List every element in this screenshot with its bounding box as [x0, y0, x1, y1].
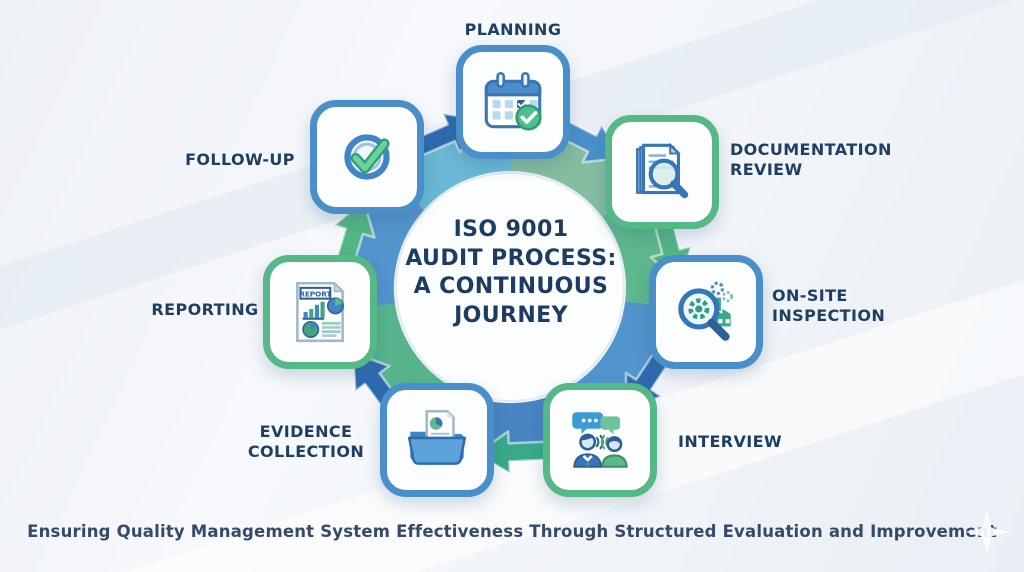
- calendar-check-icon: [484, 71, 542, 131]
- center-disc: [396, 173, 624, 401]
- people-conversation-icon: [572, 412, 628, 468]
- stage-label-onsite-inspection: ON-SITE INSPECTION: [772, 286, 886, 325]
- report-doc-title: REPORT: [299, 289, 331, 298]
- stage-label-planning: PLANNING: [464, 20, 562, 39]
- diagram-title-line: AUDIT PROCESS:: [405, 245, 617, 271]
- checkmark-circle-icon: [344, 134, 390, 180]
- stage-label-interview: INTERVIEW: [678, 432, 783, 451]
- stage-card-evidence-collection: [380, 383, 494, 497]
- diagram-title-line: ISO 9001: [453, 217, 569, 242]
- stage-label-follow-up: FOLLOW-UP: [185, 150, 295, 169]
- diagram-title-line: JOURNEY: [454, 302, 568, 328]
- stage-label-documentation-review: DOCUMENTATION REVIEW: [730, 140, 892, 179]
- stage-label-evidence-collection: EVIDENCE COLLECTION: [247, 422, 365, 461]
- stage-label-reporting: REPORTING: [151, 300, 259, 319]
- diagram-title-line: A CONTINUOUS: [413, 274, 609, 300]
- folder-document-icon: [407, 409, 467, 465]
- stage-card-planning: [456, 45, 570, 159]
- diagram-title: ISO 9001 AUDIT PROCESS: A CONTINUOUS JOU…: [371, 216, 651, 330]
- stage-card-interview: [543, 383, 657, 497]
- center-disc-edge: [395, 172, 625, 402]
- document-magnifier-icon: [636, 142, 689, 199]
- magnifier-gear-factory-icon: [678, 281, 733, 341]
- caption-text: Ensuring Quality Management System Effec…: [27, 522, 997, 541]
- stage-card-documentation-review: [605, 115, 719, 229]
- stage-card-reporting: REPORT: [263, 255, 377, 369]
- stage-card-follow-up: [310, 100, 424, 214]
- report-document-icon: REPORT: [296, 281, 345, 343]
- stage-card-onsite-inspection: [649, 255, 763, 369]
